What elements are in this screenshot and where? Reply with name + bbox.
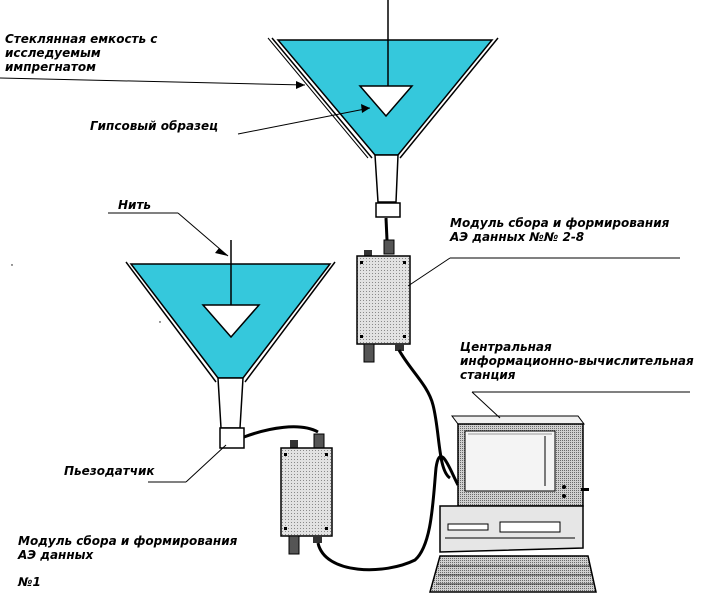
- label-module-2-8-line-1: Модуль сбора и формирования: [450, 216, 670, 230]
- label-module-1-line-2: АЭ данных: [18, 548, 94, 562]
- cable-piezo-to-module-1: [243, 425, 319, 439]
- label-module-1-number-text: №1: [18, 575, 41, 589]
- label-module-1-number: №1: [18, 575, 41, 589]
- monitor-screen: [464, 430, 556, 492]
- module-1: [280, 433, 333, 555]
- upper-funnel: [267, 0, 499, 218]
- cable-module-2-8-to-station: [397, 349, 452, 480]
- upper-funnel-stem: [374, 154, 399, 203]
- label-glass-container-line-2: исследуемым: [5, 46, 101, 60]
- cable-module-1-to-station: [316, 455, 460, 572]
- label-glass-container-line-3: импрегнатом: [5, 60, 96, 74]
- lower-gypsum-sample: [201, 304, 261, 339]
- label-module-1-line-1: Модуль сбора и формирования: [18, 534, 238, 548]
- label-central-station-line-3: станция: [460, 368, 516, 382]
- lower-funnel: [125, 240, 336, 449]
- computer: [429, 415, 597, 593]
- label-module-1: Модуль сбора и формирования АЭ данных: [18, 534, 237, 562]
- module-1-body: [280, 447, 333, 537]
- lower-funnel-stem: [217, 377, 244, 429]
- label-central-station-line-1: Центральная: [460, 340, 552, 354]
- label-gypsum-sample-text: Гипсовый образец: [90, 119, 219, 133]
- keyboard: [429, 555, 597, 593]
- piezo-sensor-block: [219, 427, 245, 449]
- label-module-2-8: Модуль сбора и формирования АЭ данных №№…: [450, 216, 669, 244]
- label-gypsum-sample: Гипсовый образец: [90, 119, 218, 133]
- upper-stem-connector: [375, 202, 401, 218]
- label-central-station-line-2: информационно-вычислительная: [460, 354, 694, 368]
- label-piezo-sensor-text: Пьезодатчик: [64, 464, 155, 478]
- upper-gypsum-sample: [358, 85, 414, 118]
- label-piezo-sensor: Пьезодатчик: [64, 464, 155, 478]
- module-2-8-body: [356, 255, 411, 345]
- label-glass-container: Стеклянная емкость с исследуемым импрегн…: [5, 32, 157, 74]
- module-2-8: [356, 217, 411, 363]
- label-glass-container-line-1: Стеклянная емкость с: [5, 32, 158, 46]
- leader-lines: [0, 77, 690, 483]
- label-thread: Нить: [118, 198, 151, 212]
- label-central-station: Центральная информационно-вычислительная…: [460, 340, 694, 382]
- label-thread-text: Нить: [118, 198, 151, 212]
- label-module-2-8-line-2: АЭ данных №№ 2-8: [450, 230, 585, 244]
